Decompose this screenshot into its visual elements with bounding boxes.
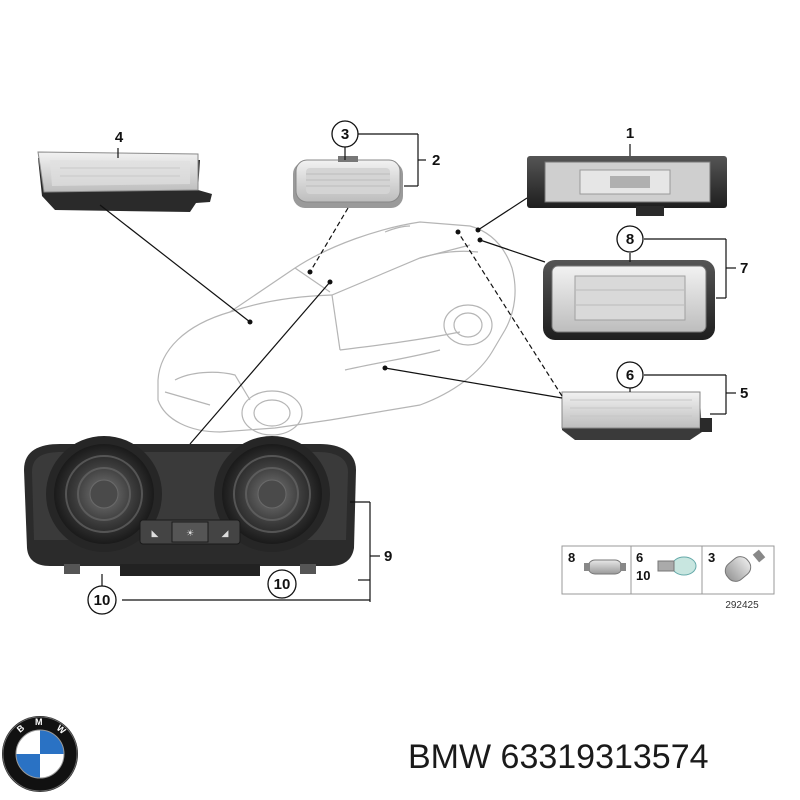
callout-6: 6 — [626, 367, 634, 384]
part-9-overhead-console: ☀ ◣ ◢ — [24, 436, 356, 576]
svg-text:☀: ☀ — [186, 529, 194, 539]
callout-4: 4 — [115, 129, 124, 146]
callout-9: 9 — [384, 548, 392, 565]
bulb-legend: 8 6 10 3 — [561, 545, 775, 595]
capsule-bulb-icon — [724, 549, 766, 582]
part-1-plate-lamp — [527, 156, 727, 216]
part-number: BMW 63319313574 — [408, 738, 709, 776]
callout-3: 3 — [341, 126, 349, 143]
legend-3: 3 — [708, 550, 715, 565]
part-2-small-lamp — [293, 156, 403, 208]
wedge-bulb-icon — [657, 556, 697, 576]
attachment-dots — [247, 227, 483, 371]
callout-3-circle — [331, 120, 359, 148]
callout-10b: 10 — [274, 576, 291, 593]
legend-10: 10 — [636, 568, 650, 583]
callout-1: 1 — [626, 125, 634, 142]
callout-10a-circle — [87, 585, 117, 615]
callout-5: 5 — [740, 385, 748, 402]
legend-6: 6 — [636, 550, 643, 565]
bmw-logo: B M W — [2, 716, 78, 792]
part-5-lamp — [561, 391, 712, 440]
callout-6-circle — [616, 361, 644, 389]
callout-2: 2 — [432, 152, 440, 169]
callout-8: 8 — [626, 231, 634, 248]
part-4-interior-lamp — [37, 151, 212, 212]
part-7-large-lamp — [543, 260, 715, 340]
callout-8-circle — [616, 225, 644, 253]
reference-code: 292425 — [725, 600, 759, 611]
svg-text:◢: ◢ — [222, 529, 229, 539]
callouts: 4 3 2 1 8 7 6 5 9 10 10 — [87, 120, 748, 615]
car-outline — [157, 221, 516, 436]
legend-8: 8 — [568, 550, 575, 565]
callout-7: 7 — [740, 260, 748, 277]
svg-text:◣: ◣ — [152, 529, 159, 539]
bmw-logo-letter-m: M — [35, 717, 44, 727]
festoon-bulb-icon — [584, 559, 626, 575]
callout-10a: 10 — [94, 592, 111, 609]
callout-10b-circle — [267, 569, 297, 599]
leader-lines — [99, 133, 736, 602]
